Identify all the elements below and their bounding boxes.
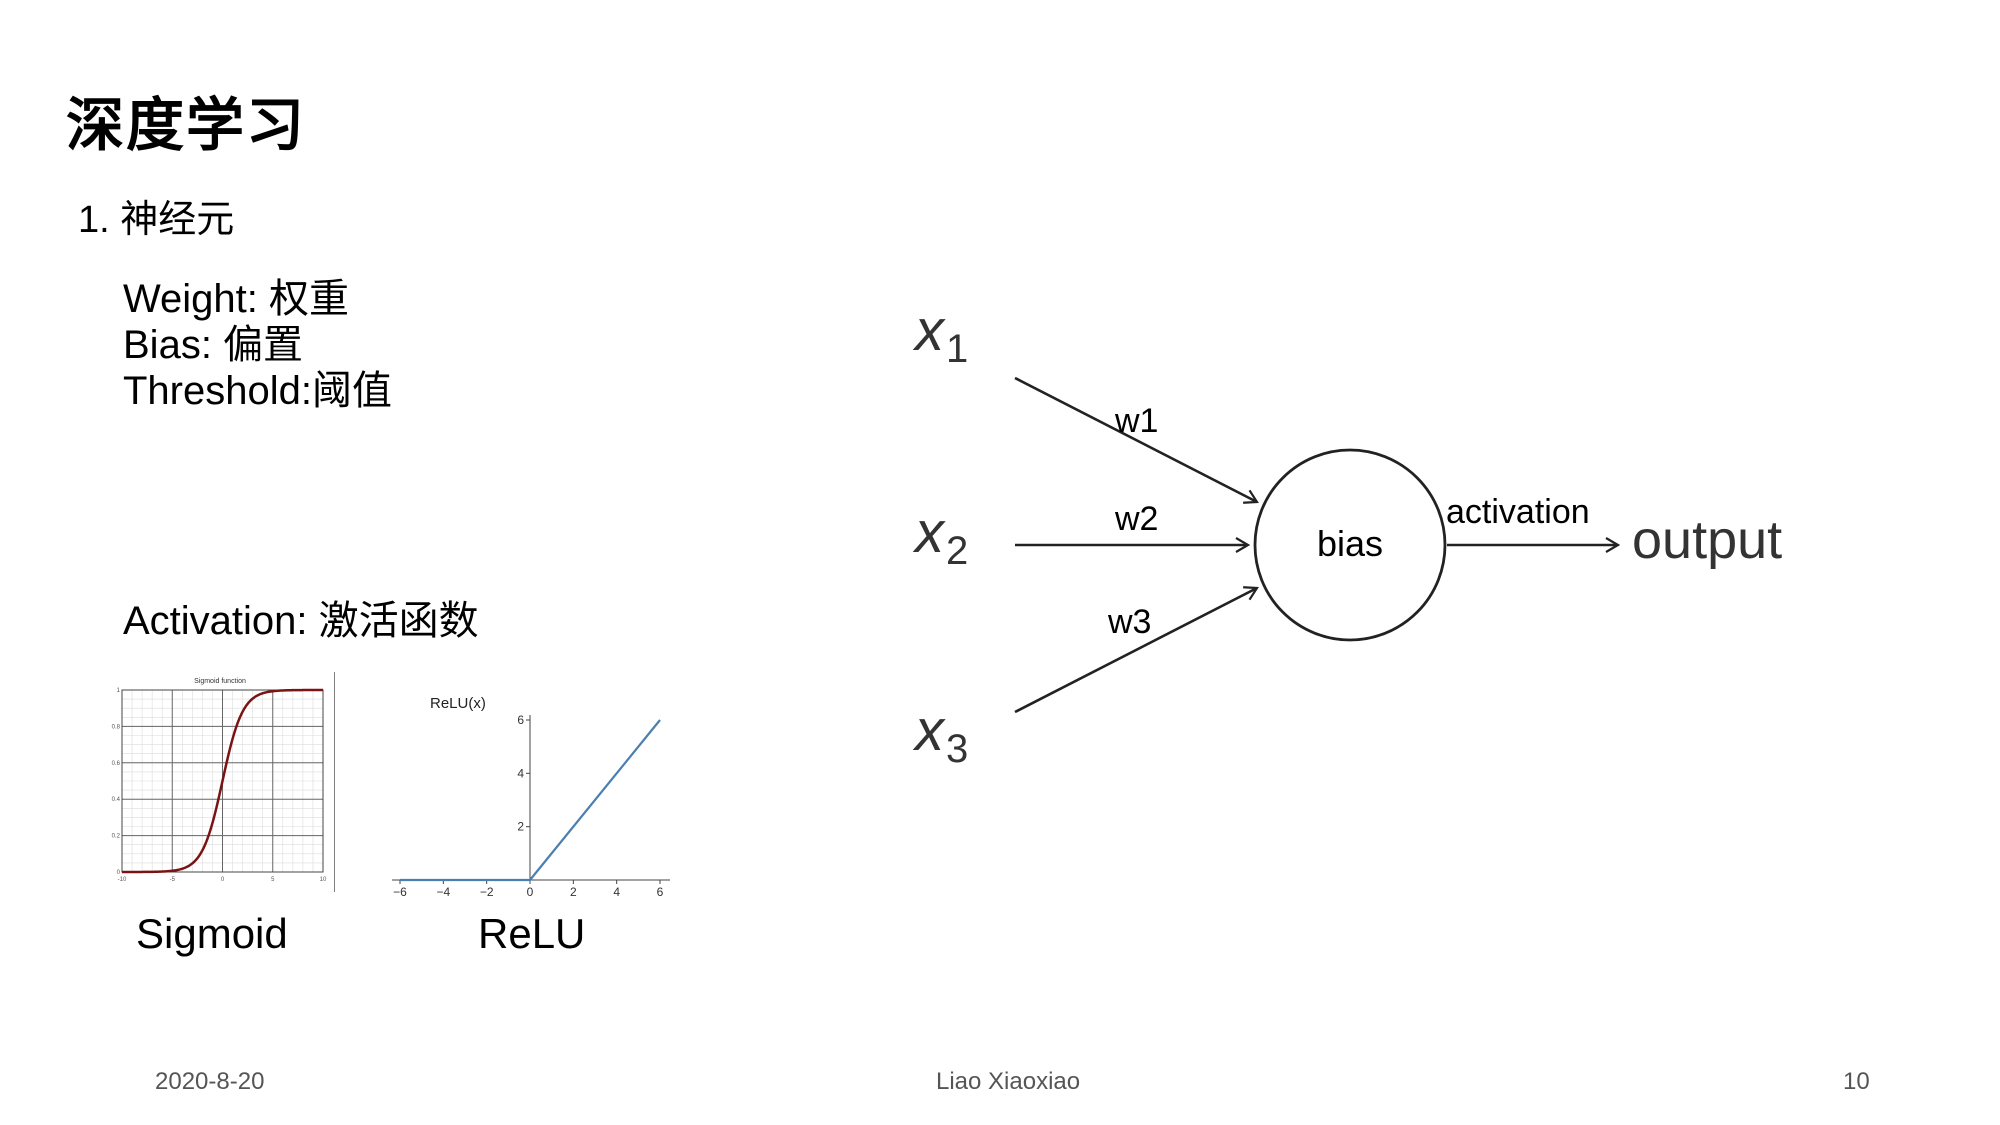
output-label: output: [1632, 510, 1782, 570]
sigmoid-y-tick-label: 0.4: [112, 797, 121, 803]
term-weight: Weight: 权重: [123, 277, 349, 321]
relu-x-tick-label: −2: [480, 885, 494, 899]
relu-x-tick-label: 4: [613, 885, 620, 899]
relu-x-tick-label: 6: [657, 885, 664, 899]
footer-date: 2020-8-20: [155, 1068, 265, 1095]
term-threshold: Threshold:阈值: [123, 369, 392, 413]
relu-chart: ReLU(x) −6 −4 −2 0 2 4 6 2 4 6: [392, 695, 670, 899]
relu-y-tick-label: 6: [517, 713, 524, 727]
slide-title: 深度学习: [66, 93, 307, 158]
sigmoid-y-tick-label: 1: [117, 688, 121, 694]
weight-arrow-1: [1014, 376, 1257, 502]
sigmoid-x-tick-label: -10: [118, 877, 127, 883]
sigmoid-curve: [122, 688, 323, 874]
activation-label: activation: [1446, 493, 1590, 531]
relu-chart-title: ReLU(x): [430, 695, 486, 712]
relu-x-tick-label: −6: [393, 885, 407, 899]
weight-label-2: w2: [1114, 500, 1158, 538]
sigmoid-y-tick-label: 0.8: [112, 724, 121, 730]
input-x3: x3: [912, 698, 968, 771]
relu-x-tick-label: 0: [527, 885, 534, 899]
activation-heading: Activation: 激活函数: [123, 599, 479, 643]
sigmoid-x-tick-label: 10: [320, 877, 327, 883]
sigmoid-y-tick-label: 0: [117, 870, 121, 876]
sigmoid-chart-title: Sigmoid function: [194, 678, 246, 685]
footer-author: Liao Xiaoxiao: [936, 1068, 1081, 1095]
weight-label-1: w1: [1114, 402, 1158, 440]
relu-y-tick-label: 4: [517, 766, 524, 780]
sigmoid-y-tick-label: 0.2: [112, 834, 121, 840]
weight-label-3: w3: [1107, 603, 1151, 641]
sigmoid-label: Sigmoid: [136, 910, 288, 957]
node-label: bias: [1317, 523, 1383, 564]
sigmoid-y-tick-label: 0.6: [112, 761, 121, 767]
input-x1: x1: [912, 298, 968, 371]
term-bias: Bias: 偏置: [123, 323, 304, 367]
relu-x-tick-label: −4: [436, 885, 450, 899]
neuron-diagram: x1 x2 x3 w1 w2 w3 bias activation output: [912, 298, 1782, 771]
sigmoid-x-tick-label: 0: [221, 877, 225, 883]
footer-page-number: 10: [1843, 1068, 1870, 1095]
sigmoid-chart: Sigmoid function -10 -5 0 5 10 0 0.2 0.4 0.6 0.8 1: [112, 672, 335, 892]
sigmoid-plot-frame: [121, 689, 324, 873]
neuron-node: [1253, 448, 1447, 642]
relu-x-tick-label: 2: [570, 885, 577, 899]
relu-y-tick-label: 2: [517, 820, 524, 834]
section-heading: 1. 神经元: [78, 199, 235, 241]
sigmoid-x-tick-label: -5: [170, 877, 176, 883]
relu-line: [400, 719, 661, 882]
weight-arrow-3: [1014, 588, 1257, 714]
sigmoid-x-tick-label: 5: [271, 877, 275, 883]
relu-label: ReLU: [478, 910, 586, 957]
input-x2: x2: [912, 500, 968, 573]
